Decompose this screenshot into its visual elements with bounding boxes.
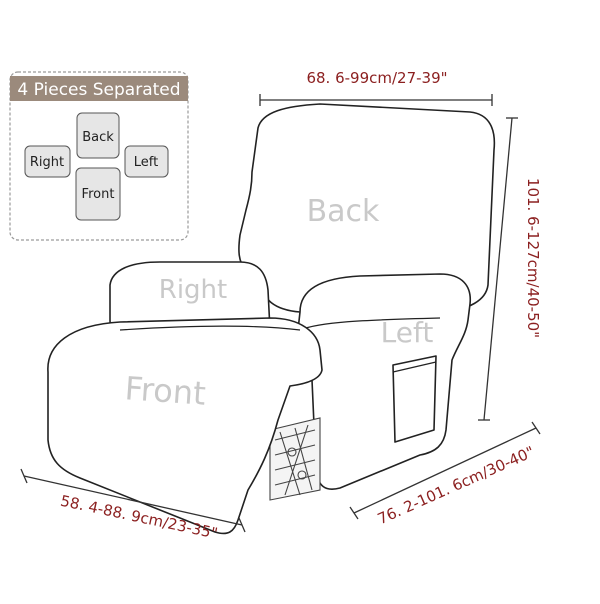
legend-title: 4 Pieces Separated xyxy=(17,80,180,100)
legend-piece-left-label: Left xyxy=(134,155,158,170)
legend-panel: 4 Pieces Separated Back Right Left Front xyxy=(9,71,189,241)
footrest-seam xyxy=(119,325,301,331)
dimension-height: 101. 6-127cm/40-50" xyxy=(478,117,542,421)
dimension-height-label: 101. 6-127cm/40-50" xyxy=(524,178,542,338)
legend-piece-front-label: Front xyxy=(82,187,115,202)
left-armrest xyxy=(297,273,471,490)
chair-label-front: Front xyxy=(124,369,207,413)
legend-header xyxy=(10,76,188,101)
legend-piece-back xyxy=(76,112,120,159)
side-pocket-rim xyxy=(392,361,437,373)
recliner-drawing xyxy=(47,103,496,535)
chair-label-right: Right xyxy=(159,275,227,305)
left-armrest-seam xyxy=(299,317,441,331)
footrest xyxy=(47,317,323,535)
chair-label-back: Back xyxy=(307,194,380,229)
side-pocket xyxy=(392,355,437,443)
legend-piece-front xyxy=(75,167,121,221)
recline-mechanism xyxy=(269,417,321,501)
legend-piece-right-label: Right xyxy=(30,155,64,170)
legend-piece-right xyxy=(24,145,71,178)
legend-piece-back-label: Back xyxy=(82,130,114,145)
dimension-top-width: 68. 6-99cm/27-39" xyxy=(259,69,493,106)
chair-label-left: Left xyxy=(381,316,434,349)
dimension-top-width-label: 68. 6-99cm/27-39" xyxy=(306,69,447,87)
legend-piece-left xyxy=(124,145,169,178)
